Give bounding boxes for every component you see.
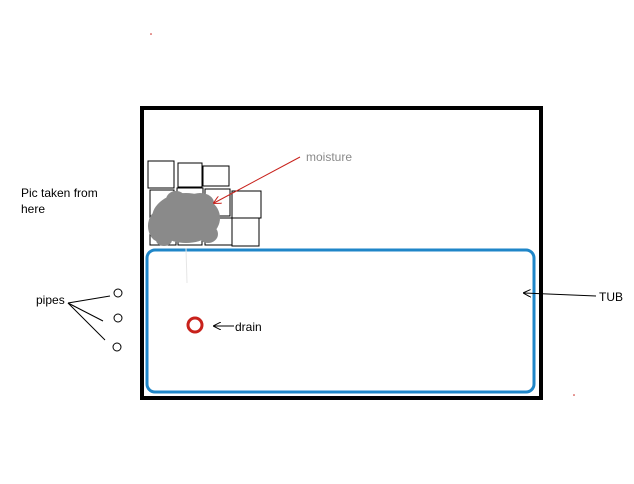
tub-outline bbox=[145, 248, 536, 394]
tub-arrow bbox=[524, 293, 597, 296]
tile bbox=[231, 217, 260, 247]
tile bbox=[231, 190, 262, 219]
pipe-icon bbox=[113, 313, 123, 323]
room-outline bbox=[140, 106, 543, 400]
pipe-icon bbox=[113, 288, 123, 298]
drain-label: drain bbox=[235, 320, 262, 334]
tile bbox=[202, 165, 230, 187]
moisture-stain bbox=[148, 191, 220, 246]
tile bbox=[147, 160, 175, 189]
pipes-leader-lines bbox=[67, 295, 111, 341]
pipes-label: pipes bbox=[36, 293, 65, 307]
moisture-arrow bbox=[214, 156, 301, 203]
pic-taken-from-here-label: Pic taken from here bbox=[21, 186, 98, 216]
moisture-label: moisture bbox=[306, 150, 353, 164]
tub-label: TUB bbox=[599, 290, 623, 304]
stray-dot bbox=[150, 33, 152, 35]
pipe-symbols bbox=[112, 288, 123, 352]
pipe-icon bbox=[112, 342, 122, 352]
tile bbox=[177, 162, 203, 188]
drip-line bbox=[185, 247, 188, 284]
drain-ring bbox=[186, 316, 204, 334]
stray-dot bbox=[573, 394, 575, 396]
